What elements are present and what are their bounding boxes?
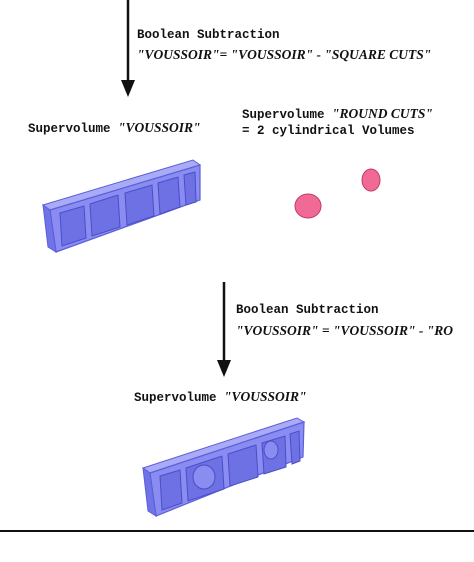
voussoir-beam-square-cuts — [41, 159, 202, 253]
voussoir-label-name: "VOUSSOIR" — [118, 120, 201, 135]
round-cuts-label-prefix: Supervolume — [242, 108, 333, 122]
voussoir-label: Supervolume "VOUSSOIR" — [28, 120, 201, 136]
divider-line — [0, 530, 474, 532]
round-cuts-cylinders — [294, 168, 381, 219]
result-label-name: "VOUSSOIR" — [224, 389, 307, 404]
step1-heading: Boolean Subtraction — [137, 28, 280, 42]
arrowhead-2 — [217, 360, 231, 377]
cylinder-2 — [361, 168, 381, 192]
round-cuts-label: Supervolume "ROUND CUTS" — [242, 106, 433, 122]
arrowhead-1 — [121, 80, 135, 97]
round-cuts-description: = 2 cylindrical Volumes — [242, 124, 415, 138]
step1-formula: "VOUSSOIR"= "VOUSSOIR" - "SQUARE CUTS" — [137, 47, 432, 62]
result-label-prefix: Supervolume — [134, 391, 225, 405]
step2-formula: "VOUSSOIR" = "VOUSSOIR" - "RO — [236, 323, 453, 338]
round-cuts-label-name: "ROUND CUTS" — [332, 106, 433, 121]
cylinder-1 — [294, 193, 322, 219]
step2-heading: Boolean Subtraction — [236, 303, 379, 317]
voussoir-label-prefix: Supervolume — [28, 122, 119, 136]
result-label: Supervolume "VOUSSOIR" — [134, 389, 307, 405]
voussoir-beam-result — [141, 417, 306, 517]
